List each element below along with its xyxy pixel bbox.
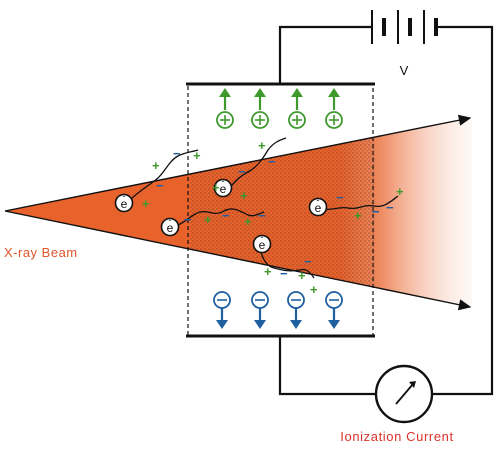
svg-text:+: + [298, 268, 306, 283]
beam-lower-edge [4, 210, 472, 311]
svg-text:-: - [123, 191, 126, 201]
electron-tracks [129, 137, 399, 279]
svg-text:−: − [304, 254, 312, 269]
svg-text:-: - [317, 195, 320, 205]
svg-text:e: e [220, 182, 227, 196]
electron-icon: e - [114, 191, 134, 213]
electron-icon: e - [213, 176, 233, 198]
svg-text:+: + [244, 214, 252, 229]
xray-beam-label: X-ray Beam [4, 245, 78, 260]
svg-text:-: - [222, 176, 225, 186]
svg-text:+: + [310, 282, 318, 297]
svg-text:+: + [264, 264, 272, 279]
svg-text:−: − [386, 200, 394, 215]
ion-pair-marks: + − + − + + − + − + − + − + − − + − + − … [142, 138, 404, 297]
svg-text:+: + [396, 184, 404, 199]
svg-text:+: + [193, 148, 201, 163]
positive-ions [216, 88, 343, 129]
positive-ion-icon [288, 88, 306, 129]
negative-ion-icon [287, 291, 305, 329]
svg-text:-: - [261, 232, 264, 242]
negative-ion-icon [213, 291, 231, 329]
svg-text:e: e [121, 197, 128, 211]
svg-text:−: − [336, 190, 344, 205]
svg-text:e: e [315, 201, 322, 215]
svg-text:+: + [258, 138, 266, 153]
svg-text:−: − [222, 208, 230, 223]
svg-text:−: − [156, 178, 164, 193]
svg-text:-: - [169, 215, 172, 225]
svg-text:−: − [173, 146, 181, 161]
svg-text:−: − [268, 154, 276, 169]
circuit-wire-top [278, 25, 494, 396]
negative-ion-icon [325, 291, 343, 329]
electron-icon: e - [308, 195, 328, 217]
electron-icon: e - [160, 215, 180, 237]
electrons: e - e - e - e - e - [114, 176, 328, 254]
ionization-current-label: Ionization Current [340, 429, 453, 444]
svg-text:−: − [238, 164, 246, 179]
svg-text:+: + [212, 180, 220, 195]
svg-text:+: + [152, 158, 160, 173]
battery-icon [371, 10, 440, 44]
electron-icon: e - [252, 232, 272, 254]
negative-ion-icon [251, 291, 269, 329]
positive-ion-icon [251, 88, 269, 129]
svg-text:+: + [354, 208, 362, 223]
positive-ion-icon [216, 88, 234, 129]
svg-text:−: − [280, 266, 288, 281]
svg-text:−: − [372, 204, 380, 219]
voltage-label: V [400, 63, 409, 78]
negative-ions [213, 291, 343, 329]
svg-text:+: + [142, 196, 150, 211]
svg-text:+: + [240, 188, 248, 203]
svg-text:e: e [167, 221, 174, 235]
positive-ion-icon [325, 88, 343, 129]
svg-text:−: − [258, 208, 266, 223]
svg-text:+: + [204, 212, 212, 227]
beam-upper-edge [4, 114, 472, 212]
svg-text:e: e [259, 238, 266, 252]
svg-text:−: − [184, 212, 192, 227]
ammeter-icon [374, 364, 434, 424]
